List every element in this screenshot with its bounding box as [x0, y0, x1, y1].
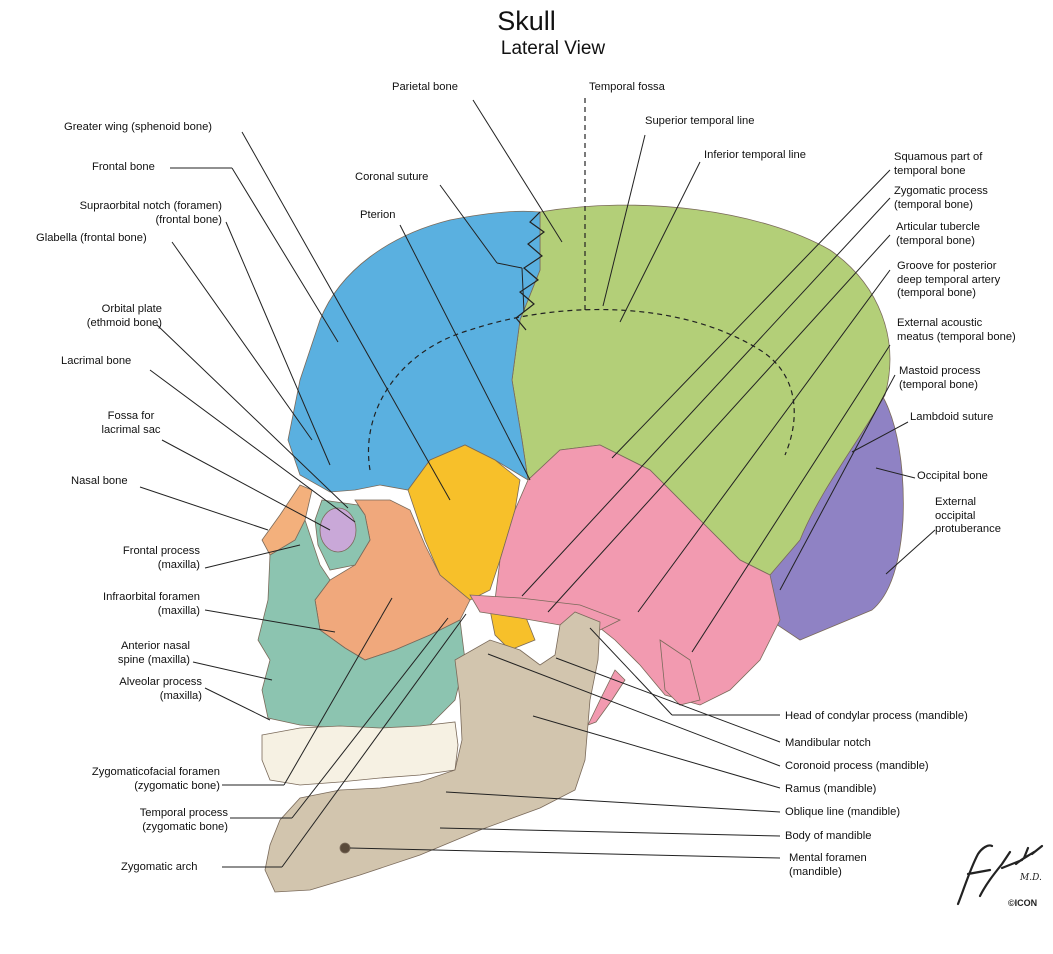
- label-temporal-fossa: Temporal fossa: [589, 81, 665, 93]
- label-zygomaticofacial-foramen: Zygomaticofacial foramen (zygomatic bone…: [50, 766, 220, 793]
- label-parietal-bone: Parietal bone: [392, 81, 458, 93]
- label-mental-foramen-line1: Mental foramen: [789, 852, 867, 864]
- label-coronal-suture: Coronal suture: [355, 171, 429, 183]
- label-mastoid-process: Mastoid process (temporal bone): [899, 365, 980, 392]
- label-glabella: Glabella (frontal bone): [36, 232, 147, 244]
- label-zygomaticofacial-line1: Zygomaticofacial foramen: [91, 766, 220, 778]
- label-inferior-temporal-line: Inferior temporal line: [704, 149, 806, 161]
- label-zygomatic-process-line2: (temporal bone): [894, 198, 973, 211]
- label-external-occipital-protuberance: External occipital protuberance: [935, 496, 1001, 537]
- label-external-acoustic-line1: External acoustic: [897, 317, 983, 329]
- label-articular-tubercle-line2: (temporal bone): [896, 234, 975, 247]
- label-ext-occipital-line1: External: [935, 496, 977, 508]
- label-head-condylar-process: Head of condylar process (mandible): [785, 710, 968, 722]
- label-fossa-lacrimal-line2: lacrimal sac: [101, 423, 161, 436]
- label-greater-wing: Greater wing (sphenoid bone): [64, 121, 213, 133]
- label-squamous-line1: Squamous part of: [894, 151, 983, 163]
- label-alveolar-line1: Alveolar process: [119, 676, 202, 688]
- label-supraorbital-notch: Supraorbital notch (foramen) (frontal bo…: [52, 200, 222, 227]
- mental-foramen-mark: [339, 842, 351, 854]
- label-orbital-plate-line2: (ethmoid bone): [86, 316, 162, 329]
- label-groove-line2: deep temporal artery: [897, 273, 1001, 286]
- label-frontal-process: Frontal process (maxilla): [80, 545, 200, 572]
- label-groove-line3: (temporal bone): [897, 287, 976, 299]
- label-temporal-process-line1: Temporal process: [139, 807, 228, 819]
- signature-suffix: M.D.: [1019, 873, 1042, 883]
- label-lacrimal-bone: Lacrimal bone: [61, 355, 132, 367]
- label-coronoid-process: Coronoid process (mandible): [785, 760, 929, 772]
- label-temporal-process-line2: (zygomatic bone): [142, 820, 228, 833]
- label-pterion: Pterion: [360, 209, 396, 221]
- label-orbital-plate-line1: Orbital plate: [101, 303, 162, 315]
- leader-lines: [139, 99, 936, 868]
- occipital-bone-region: [759, 391, 904, 641]
- mastoid-region: [659, 639, 701, 706]
- label-zygomatic-process: Zygomatic process (temporal bone): [894, 185, 988, 212]
- label-oblique-line: Oblique line (mandible): [785, 806, 901, 818]
- label-anterior-nasal-spine: Anterior nasal spine (maxilla): [70, 640, 190, 667]
- label-frontal-bone: Frontal bone: [92, 161, 155, 173]
- label-infraorbital-foramen: Infraorbital foramen (maxilla): [40, 591, 200, 618]
- label-squamous-part: Squamous part of temporal bone: [894, 151, 982, 178]
- label-zygomatic-arch: Zygomatic arch: [121, 861, 198, 873]
- signature-copyright: ©ICON: [1008, 898, 1037, 908]
- nasal-bone-region: [261, 484, 313, 556]
- label-mental-foramen: Mental foramen (mandible): [789, 852, 867, 879]
- label-ext-occipital-line3: protuberance: [935, 523, 1001, 535]
- label-orbital-plate: Orbital plate (ethmoid bone): [52, 303, 162, 330]
- label-lambdoid-suture: Lambdoid suture: [910, 411, 994, 423]
- mandible-region: [264, 611, 601, 893]
- coronal-suture-line: [515, 211, 546, 331]
- label-anterior-nasal-line1: Anterior nasal: [120, 640, 190, 652]
- label-supraorbital-notch-line1: Supraorbital notch (foramen): [79, 200, 222, 212]
- label-articular-tubercle: Articular tubercle (temporal bone): [896, 221, 980, 248]
- label-fossa-lacrimal-sac: Fossa for lacrimal sac: [80, 410, 182, 437]
- label-frontal-process-line2: (maxilla): [157, 558, 200, 571]
- label-articular-tubercle-line1: Articular tubercle: [896, 221, 980, 233]
- label-frontal-process-line1: Frontal process: [122, 545, 200, 557]
- label-external-acoustic-line2: meatus (temporal bone): [897, 330, 1016, 343]
- label-infraorbital-line2: (maxilla): [157, 604, 200, 617]
- lacrimal-fossa: [319, 507, 357, 553]
- label-squamous-line2: temporal bone: [894, 164, 966, 177]
- label-mastoid-line1: Mastoid process: [899, 365, 981, 377]
- label-groove-line1: Groove for posterior: [897, 260, 997, 272]
- label-zygomatic-process-line1: Zygomatic process: [894, 185, 988, 197]
- label-supraorbital-notch-line2: (frontal bone): [155, 213, 222, 226]
- netter-signature: M.D. ©ICON: [956, 844, 1044, 908]
- maxilla-region: [257, 518, 466, 731]
- label-occipital-bone: Occipital bone: [917, 470, 988, 482]
- styloid-process: [587, 669, 626, 726]
- label-infraorbital-line1: Infraorbital foramen: [102, 591, 200, 603]
- greater-wing-region: [407, 444, 521, 601]
- label-alveolar-process: Alveolar process (maxilla): [80, 676, 202, 703]
- label-anterior-nasal-line2: spine (maxilla): [117, 653, 190, 666]
- label-temporal-process: Temporal process (zygomatic bone): [100, 807, 228, 834]
- label-fossa-lacrimal-line1: Fossa for: [107, 410, 155, 422]
- label-groove-deep-temporal-artery: Groove for posterior deep temporal arter…: [897, 260, 1000, 301]
- label-body-of-mandible: Body of mandible: [785, 830, 872, 842]
- label-zygomaticofacial-line2: (zygomatic bone): [134, 779, 220, 792]
- label-mastoid-line2: (temporal bone): [899, 378, 978, 391]
- label-external-acoustic-meatus: External acoustic meatus (temporal bone): [897, 317, 1016, 344]
- label-mental-foramen-line2: (mandible): [789, 865, 842, 878]
- label-superior-temporal-line: Superior temporal line: [645, 115, 755, 127]
- temporal-lines: [368, 308, 795, 471]
- diagram-title: Skull: [497, 6, 556, 36]
- label-ext-occipital-line2: occipital: [935, 509, 976, 522]
- label-mandibular-notch: Mandibular notch: [785, 737, 871, 749]
- label-ramus: Ramus (mandible): [785, 783, 877, 795]
- diagram-subtitle: Lateral View: [500, 38, 606, 59]
- label-nasal-bone: Nasal bone: [71, 475, 128, 487]
- label-alveolar-line2: (maxilla): [159, 689, 202, 702]
